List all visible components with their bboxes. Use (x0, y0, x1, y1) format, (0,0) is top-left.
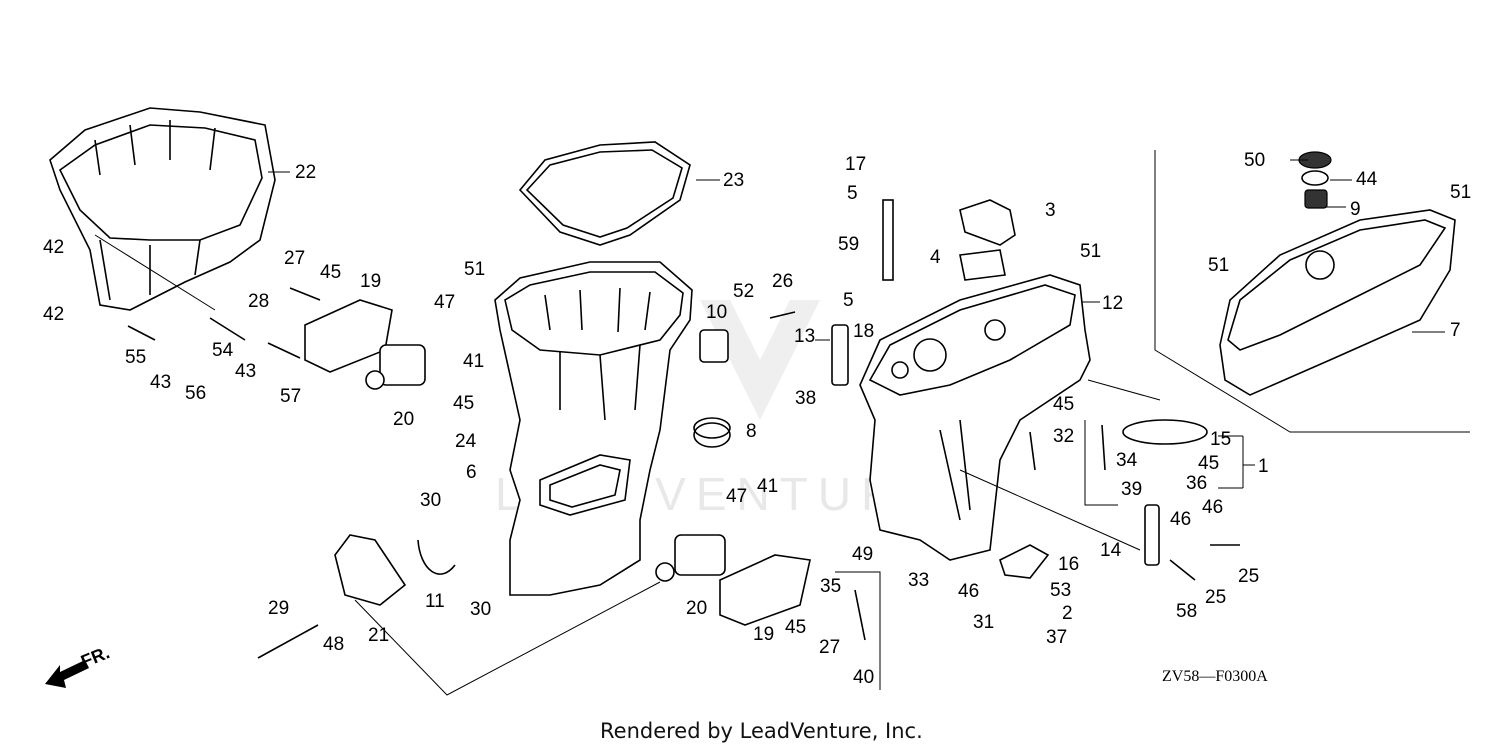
callout-27b: 27 (819, 637, 840, 658)
callout-51a: 51 (464, 259, 485, 280)
footer-credit: Rendered by LeadVenture, Inc. (600, 719, 923, 743)
callout-43a: 43 (150, 372, 171, 393)
gasket-seal (518, 141, 691, 246)
callout-47a: 47 (434, 292, 455, 313)
callout-22: 22 (295, 162, 316, 183)
callout-5a: 5 (847, 183, 858, 204)
callout-33: 33 (908, 570, 929, 591)
callout-45a: 45 (320, 262, 341, 283)
cover-box (1154, 150, 1470, 433)
callout-3: 3 (1045, 200, 1056, 221)
callout-42a: 42 (43, 237, 64, 258)
callout-5b: 5 (843, 290, 854, 311)
callout-53: 53 (1050, 580, 1071, 601)
callout-24: 24 (455, 431, 477, 452)
callout-47b: 47 (726, 486, 747, 507)
callout-25a: 25 (1205, 587, 1226, 608)
callout-45d: 45 (1198, 453, 1219, 474)
callout-9: 9 (1350, 199, 1361, 220)
callout-7: 7 (1450, 320, 1461, 341)
callout-58: 58 (1176, 601, 1197, 622)
callout-52: 52 (733, 281, 754, 302)
small-parts (94, 151, 1332, 696)
callout-4: 4 (930, 247, 941, 268)
direction-label: FR. (78, 642, 112, 671)
callout-25b: 25 (1238, 566, 1259, 587)
callout-46c: 46 (958, 581, 979, 602)
callout-51c: 51 (1450, 182, 1471, 203)
extension-case (494, 261, 693, 596)
callout-8: 8 (746, 421, 757, 442)
callout-35: 35 (820, 576, 841, 597)
callout-48: 48 (323, 634, 344, 655)
callout-51b: 51 (1080, 241, 1101, 262)
callout-21: 21 (368, 625, 389, 646)
callout-46a: 46 (1202, 497, 1223, 518)
callout-15: 15 (1210, 429, 1231, 450)
callout-27a: 27 (284, 248, 305, 269)
callout-19b: 19 (753, 624, 774, 645)
callout-43b: 43 (235, 361, 256, 382)
callout-17: 17 (845, 154, 866, 175)
callout-51d: 51 (1208, 255, 1229, 276)
callout-30a: 30 (420, 490, 441, 511)
callout-12: 12 (1102, 293, 1123, 314)
callout-42b: 42 (43, 304, 64, 325)
callout-23: 23 (723, 170, 744, 191)
callout-36: 36 (1186, 473, 1207, 494)
callout-45c: 45 (1053, 394, 1074, 415)
callout-45e: 45 (785, 617, 806, 638)
callout-2: 2 (1062, 603, 1073, 624)
callout-11: 11 (425, 591, 445, 612)
callout-leaders (268, 159, 1445, 489)
callout-16: 16 (1058, 554, 1079, 575)
callout-57: 57 (280, 386, 301, 407)
callout-28: 28 (248, 291, 269, 312)
callout-30b: 30 (470, 599, 491, 620)
callout-20a: 20 (393, 409, 414, 430)
callout-13: 13 (794, 326, 815, 347)
callout-41a: 41 (463, 351, 484, 372)
callout-44: 44 (1356, 169, 1378, 190)
callout-59: 59 (838, 234, 859, 255)
callout-40: 40 (853, 667, 874, 688)
under-cover (49, 107, 276, 311)
callout-50: 50 (1244, 150, 1265, 171)
callout-labels: 1 2 3 4 5 5 6 7 8 9 10 11 12 13 14 15 16… (43, 150, 1471, 688)
callout-6: 6 (466, 462, 477, 483)
callout-29: 29 (268, 598, 289, 619)
callout-19a: 19 (360, 271, 381, 292)
callout-41b: 41 (757, 476, 778, 497)
callout-26: 26 (772, 271, 793, 292)
callout-18: 18 (853, 321, 874, 342)
callout-38: 38 (795, 388, 816, 409)
callout-56: 56 (185, 383, 206, 404)
gear-case (859, 274, 1091, 561)
callout-14: 14 (1100, 540, 1122, 561)
callout-34: 34 (1116, 450, 1138, 471)
callout-39: 39 (1121, 479, 1142, 500)
callout-37: 37 (1046, 627, 1067, 648)
callout-1: 1 (1258, 456, 1269, 477)
callout-55: 55 (125, 347, 146, 368)
front-direction-arrow: FR. (45, 642, 112, 688)
watermark-logo (700, 300, 820, 420)
diagram-code: ZV58—F0300A (1162, 668, 1268, 685)
callout-45b: 45 (453, 393, 474, 414)
callout-46b: 46 (1170, 509, 1191, 530)
callout-10: 10 (706, 302, 727, 323)
callout-54: 54 (212, 340, 234, 361)
callout-32: 32 (1053, 426, 1074, 447)
callout-49: 49 (852, 544, 873, 565)
callout-31: 31 (973, 612, 994, 633)
callout-20b: 20 (686, 598, 707, 619)
